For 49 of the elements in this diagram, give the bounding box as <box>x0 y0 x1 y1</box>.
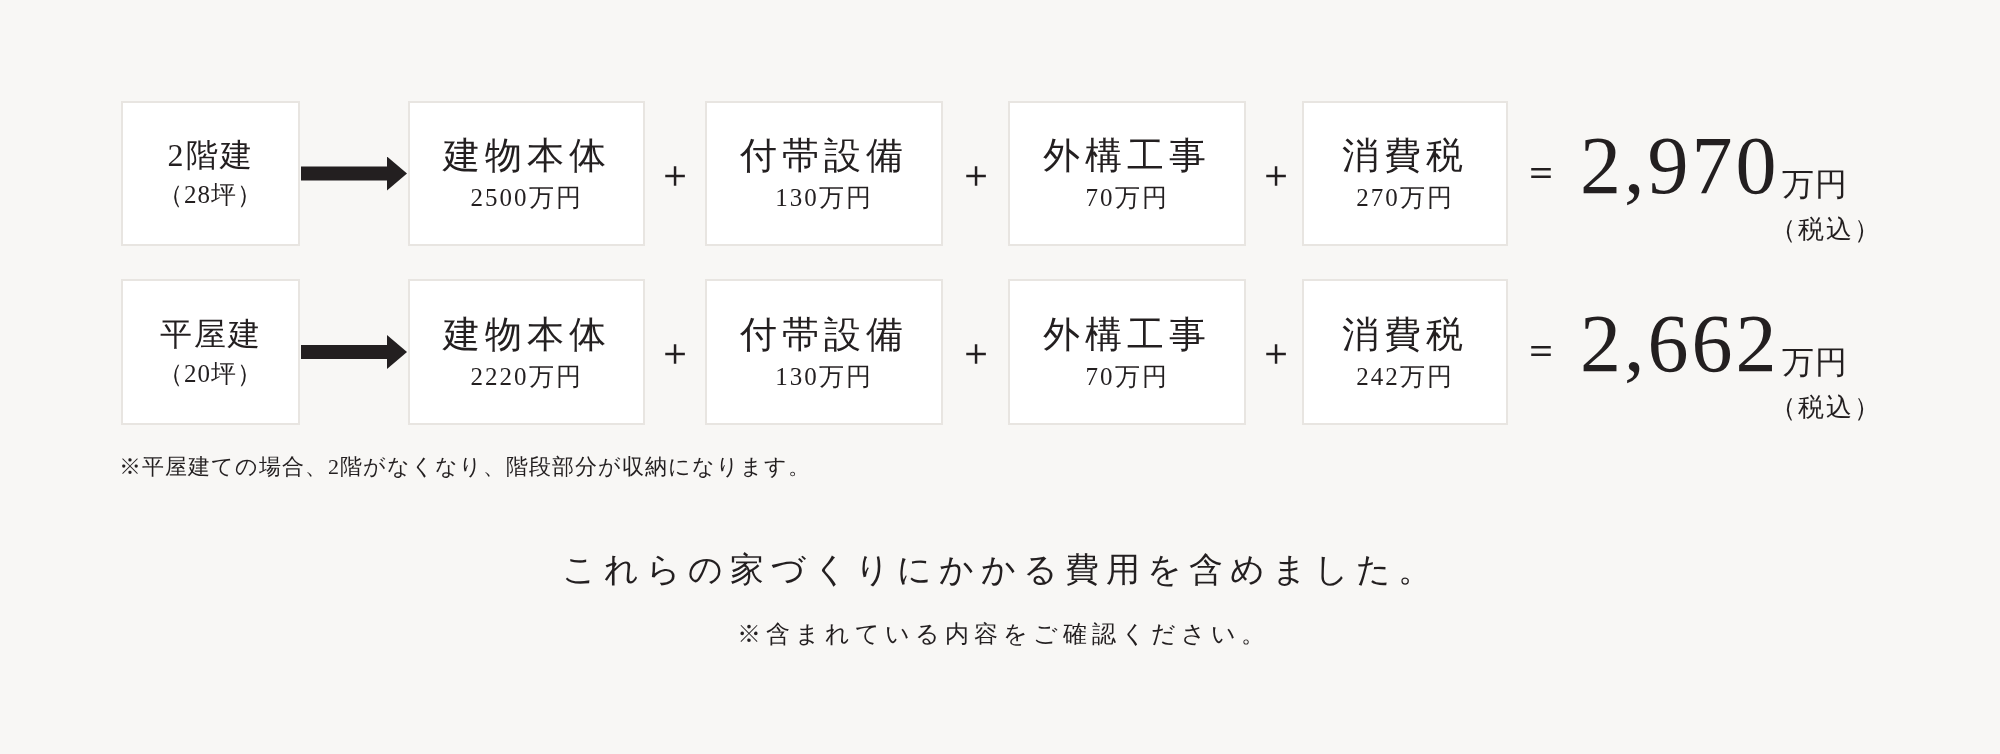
equals-sign: ＝ <box>1522 150 1560 194</box>
cost-card <box>705 101 943 246</box>
item-name: 消費税 <box>1342 134 1468 179</box>
cost-card <box>408 279 645 425</box>
item-price: 70万円 <box>1085 183 1169 214</box>
cost-card <box>705 279 943 425</box>
plus-sign: ＋ <box>1257 153 1295 197</box>
item-price: 2500万円 <box>470 183 583 214</box>
item-price: 242万円 <box>1356 361 1454 392</box>
arrow <box>301 156 407 191</box>
plus-sign: ＋ <box>656 331 694 375</box>
item-name: 建物本体 <box>442 134 611 179</box>
cost-card <box>1008 101 1246 246</box>
item-name: 付帯設備 <box>740 312 908 357</box>
total-amount: 2,970 <box>1580 118 1780 213</box>
plus-sign: ＋ <box>1257 331 1295 375</box>
equals-sign: ＝ <box>1522 328 1560 372</box>
item-price: 70万円 <box>1085 361 1169 392</box>
plus-sign: ＋ <box>656 153 694 197</box>
footnote: ※平屋建ての場合、2階がなくなり、階段部分が収納になります。 <box>119 454 811 480</box>
floor-area: （20坪） <box>158 357 263 391</box>
cost-card <box>408 101 645 246</box>
note-text: ※含まれている内容をご確認ください。 <box>736 621 1270 649</box>
cost-card <box>1302 279 1508 425</box>
arrow <box>301 335 407 369</box>
item-price: 130万円 <box>775 361 873 392</box>
house-type: 2階建 <box>167 136 254 176</box>
item-price: 130万円 <box>775 183 873 214</box>
cost-card <box>1008 279 1246 425</box>
tax-included-note: （税込） <box>1770 393 1882 423</box>
item-price: 270万円 <box>1356 183 1454 214</box>
house-type-card <box>121 279 300 425</box>
unit-label: 万円 <box>1781 165 1848 203</box>
plus-sign: ＋ <box>957 331 995 375</box>
item-price: 2220万円 <box>470 361 583 392</box>
unit-label: 万円 <box>1781 343 1848 381</box>
house-type: 平屋建 <box>159 314 262 354</box>
summary-text: これらの家づくりにかかる費用を含めました。 <box>561 550 1439 590</box>
item-name: 外構工事 <box>1043 312 1211 357</box>
house-type-card <box>121 101 300 246</box>
item-name: 建物本体 <box>442 312 611 357</box>
floor-area: （28坪） <box>158 179 263 212</box>
plus-sign: ＋ <box>957 153 995 197</box>
tax-included-note: （税込） <box>1770 215 1882 245</box>
cost-card <box>1302 101 1508 246</box>
item-name: 消費税 <box>1342 312 1468 357</box>
item-name: 外構工事 <box>1043 134 1211 179</box>
item-name: 付帯設備 <box>740 134 908 179</box>
total-amount: 2,662 <box>1580 296 1780 391</box>
